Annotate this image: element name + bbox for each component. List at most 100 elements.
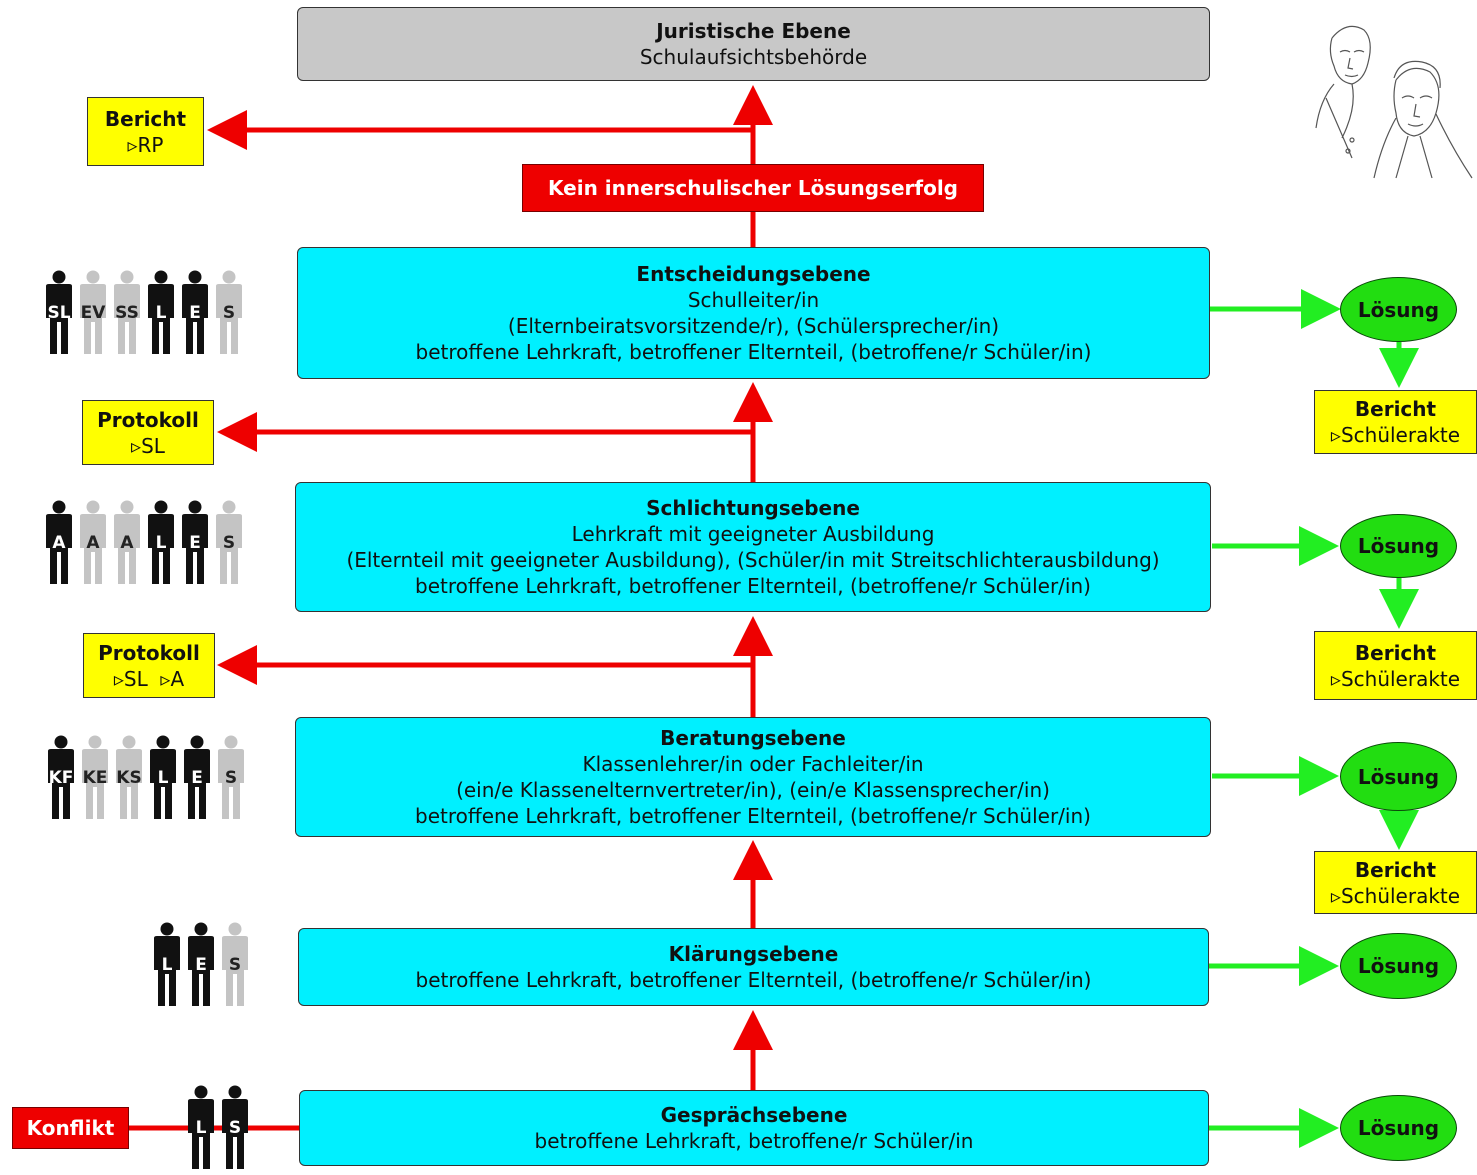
person-icon: EV bbox=[76, 270, 110, 356]
person-icon: L bbox=[150, 922, 184, 1008]
person-icon: KF bbox=[44, 735, 78, 821]
person-icon: KS bbox=[112, 735, 146, 821]
entscheidung-line-3: betroffene Lehrkraft, betroffener Eltern… bbox=[415, 340, 1092, 364]
bericht-akte-1-line: ▹Schülerakte bbox=[1330, 423, 1461, 447]
bericht-rp-line: ▹RP bbox=[127, 132, 164, 157]
person-label: S bbox=[228, 955, 242, 975]
person-icon: SS bbox=[110, 270, 144, 356]
juristic-title: Juristische Ebene bbox=[656, 19, 851, 43]
person-icon: L bbox=[184, 1085, 218, 1171]
entscheidung-title: Entscheidungsebene bbox=[636, 262, 871, 286]
beratung-line-1: Klassenlehrer/in oder Fachleiter/in bbox=[582, 752, 924, 776]
people-beratung: KF KE KS L E S bbox=[44, 735, 250, 825]
entscheidung-line-1: Schulleiter/in bbox=[687, 288, 820, 312]
person-label: KE bbox=[82, 768, 108, 788]
person-icon: S bbox=[212, 500, 246, 586]
person-icon: L bbox=[144, 270, 178, 356]
person-label: A bbox=[52, 533, 66, 553]
person-icon: S bbox=[212, 270, 246, 356]
gespraech-level-box: Gesprächsebene betroffene Lehrkraft, bet… bbox=[299, 1090, 1209, 1166]
person-icon: SL bbox=[42, 270, 76, 356]
schlichtung-level-box: Schlichtungsebene Lehrkraft mit geeignet… bbox=[295, 482, 1211, 612]
person-icon: S bbox=[214, 735, 248, 821]
person-label: A bbox=[120, 533, 134, 553]
juristic-line-1: Schulaufsichtsbehörde bbox=[639, 45, 868, 69]
person-label: S bbox=[224, 768, 238, 788]
schlichtung-line-2: (Elternteil mit geeigneter Ausbildung), … bbox=[346, 548, 1160, 572]
entscheidung-level-box: Entscheidungsebene Schulleiter/in (Elter… bbox=[297, 247, 1210, 379]
protokoll-sl-box: Protokoll ▹SL bbox=[82, 400, 214, 465]
bericht-akte-2-title: Bericht bbox=[1354, 640, 1437, 665]
person-label: L bbox=[195, 1118, 207, 1138]
kein-loesungserfolg-box: Kein innerschulischer Lösungserfolg bbox=[522, 164, 984, 212]
person-icon: E bbox=[184, 922, 218, 1008]
bericht-rp-box: Bericht ▹RP bbox=[87, 97, 204, 166]
loesung-schlichtung: Lösung bbox=[1340, 514, 1457, 578]
schlichtung-line-1: Lehrkraft mit geeigneter Ausbildung bbox=[571, 522, 935, 546]
bericht-akte-1-title: Bericht bbox=[1354, 397, 1437, 421]
person-label: E bbox=[189, 303, 201, 323]
person-icon: L bbox=[144, 500, 178, 586]
klaerung-level-box: Klärungsebene betroffene Lehrkraft, betr… bbox=[298, 928, 1209, 1006]
loesung-gespraech: Lösung bbox=[1340, 1095, 1457, 1161]
person-label: E bbox=[189, 533, 201, 553]
loesung-entscheidung: Lösung bbox=[1340, 277, 1457, 342]
person-icon: E bbox=[178, 270, 212, 356]
person-icon: L bbox=[146, 735, 180, 821]
person-label: S bbox=[222, 303, 236, 323]
gespraech-title: Gesprächsebene bbox=[660, 1103, 848, 1127]
beratung-line-2: (ein/e Klassenelternvertreter/in), (ein/… bbox=[456, 778, 1050, 802]
protokoll-sla-box: Protokoll ▹SL ▹A bbox=[83, 633, 215, 698]
person-label: SL bbox=[47, 303, 71, 323]
person-label: L bbox=[157, 768, 169, 788]
person-icon: A bbox=[76, 500, 110, 586]
entscheidung-line-2: (Elternbeiratsvorsitzende/r), (Schülersp… bbox=[507, 314, 1000, 338]
bericht-akte-2-line: ▹Schülerakte bbox=[1330, 666, 1461, 691]
juristic-level-box: Juristische Ebene Schulaufsichtsbehörde bbox=[297, 7, 1210, 81]
person-label: L bbox=[161, 955, 173, 975]
person-label: SS bbox=[115, 303, 139, 323]
person-label: A bbox=[86, 533, 100, 553]
schlichtung-title: Schlichtungsebene bbox=[646, 496, 860, 520]
loesung-beratung: Lösung bbox=[1340, 742, 1457, 811]
person-label: L bbox=[155, 533, 167, 553]
person-icon: E bbox=[180, 735, 214, 821]
person-label: KF bbox=[48, 768, 74, 788]
bericht-akte-3: Bericht ▹Schülerakte bbox=[1314, 851, 1477, 914]
protokoll-sla-title: Protokoll bbox=[98, 640, 200, 665]
person-label: S bbox=[222, 533, 236, 553]
person-icon: S bbox=[218, 922, 252, 1008]
person-label: S bbox=[228, 1118, 242, 1138]
schlichtung-line-3: betroffene Lehrkraft, betroffener Eltern… bbox=[415, 574, 1091, 598]
person-icon: KE bbox=[78, 735, 112, 821]
gespraech-line-1: betroffene Lehrkraft, betroffene/r Schül… bbox=[534, 1129, 974, 1153]
person-icon: S bbox=[218, 1085, 252, 1171]
klaerung-line-1: betroffene Lehrkraft, betroffener Eltern… bbox=[415, 968, 1092, 992]
person-label: E bbox=[191, 768, 203, 788]
beratung-line-3: betroffene Lehrkraft, betroffener Eltern… bbox=[415, 804, 1091, 828]
bericht-rp-title: Bericht bbox=[104, 106, 187, 131]
konflikt-box: Konflikt bbox=[12, 1107, 129, 1149]
person-label: E bbox=[195, 955, 207, 975]
beratung-title: Beratungsebene bbox=[660, 726, 846, 750]
klaerung-title: Klärungsebene bbox=[668, 942, 839, 966]
bericht-akte-3-title: Bericht bbox=[1354, 857, 1437, 882]
protokoll-sla-line: ▹SL ▹A bbox=[113, 666, 185, 691]
portrait-sketch-icon bbox=[1315, 25, 1473, 179]
person-label: EV bbox=[80, 303, 106, 323]
person-icon: A bbox=[42, 500, 76, 586]
person-label: KS bbox=[116, 768, 142, 788]
person-icon: E bbox=[178, 500, 212, 586]
person-label: L bbox=[155, 303, 167, 323]
person-icon: A bbox=[110, 500, 144, 586]
bericht-akte-2: Bericht ▹Schülerakte bbox=[1314, 631, 1477, 700]
bericht-akte-3-line: ▹Schülerakte bbox=[1330, 883, 1461, 908]
loesung-klaerung: Lösung bbox=[1340, 933, 1457, 999]
people-entscheidung: SL EV SS L E S bbox=[42, 270, 248, 360]
beratung-level-box: Beratungsebene Klassenlehrer/in oder Fac… bbox=[295, 717, 1211, 837]
protokoll-sl-title: Protokoll bbox=[97, 407, 199, 432]
